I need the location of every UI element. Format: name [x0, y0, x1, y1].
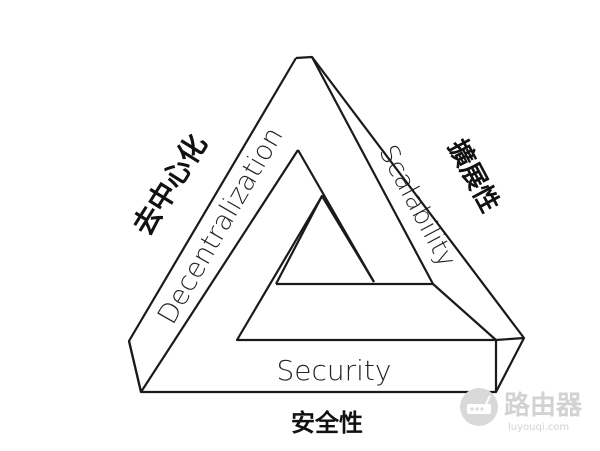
penrose-triangle — [127, 55, 526, 394]
watermark-url: luyouqi.com — [508, 422, 569, 433]
triangle-outer-edge — [127, 55, 526, 394]
bottom-caption: 安全性 — [291, 409, 363, 437]
bottom-face-inner-edge — [235, 195, 498, 342]
router-icon — [460, 388, 498, 426]
right-caption: 擴展性 — [442, 134, 506, 217]
bottom-face-seam — [127, 340, 143, 393]
left-caption: 去中心化 — [126, 129, 213, 241]
watermark-name: 路由器 — [504, 390, 583, 421]
bottom-face-label: Security — [277, 354, 392, 387]
left-face-inner-edge — [140, 149, 299, 393]
right-face-front-seam — [495, 336, 525, 342]
watermark: 路由器 luyouqi.com — [460, 388, 583, 433]
inner-triangle-edge — [275, 194, 375, 285]
